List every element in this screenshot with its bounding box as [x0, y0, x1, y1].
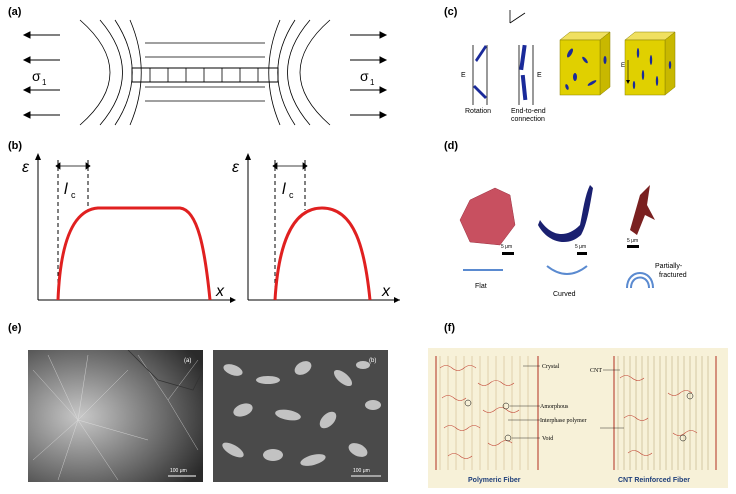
partial-label-1: Partially-: [655, 263, 683, 270]
aligned-cnt-cube: [624, 39, 666, 96]
right-caption: CNT Reinforced Fiber: [618, 477, 690, 484]
stress-field-diagram: σ 1 σ 1: [22, 19, 388, 126]
panel-c-label: (c): [444, 6, 458, 18]
amorphous-label: Amorphous: [540, 404, 569, 410]
field-e-cube: E: [621, 63, 625, 69]
img-b-label: (b): [369, 358, 376, 364]
curved-flake: [538, 185, 593, 243]
scale-curved: 5 μm: [575, 244, 586, 250]
fractured-line: [630, 276, 650, 289]
curved-label: Curved: [553, 291, 576, 298]
flat-flake: [459, 187, 516, 246]
lc-label-right: l: [282, 181, 286, 198]
void-label: Void: [542, 436, 553, 442]
lc-label-left: l: [64, 181, 68, 198]
scale-flat: 5 μm: [501, 244, 512, 250]
scale-fractured: 5 μm: [627, 238, 638, 244]
porous-micrograph: (b) 100 μm: [213, 350, 388, 482]
rotation-label: Rotation: [465, 108, 491, 115]
end-to-end-label-2: connection: [511, 116, 545, 123]
plateau-curve: [56, 206, 212, 301]
spherulite-micrograph: (a) 100 μm: [28, 350, 203, 482]
x-label-right: x: [381, 283, 391, 300]
flat-label: Flat: [475, 283, 487, 290]
fiber-structure-diagram: Crystal Amorphous Interphase polymer Voi…: [428, 348, 728, 488]
curved-line: [546, 265, 588, 275]
panel-a-label: (a): [8, 6, 22, 18]
panel-f-label: (f): [444, 322, 455, 334]
x-label-left: x: [215, 283, 225, 300]
field-e-left: E: [461, 72, 466, 79]
arch-curve: [273, 206, 372, 301]
end-to-end-label-1: End-to-end: [511, 108, 546, 115]
sigma-right-sub: 1: [370, 78, 375, 87]
panel-b-label: (b): [8, 140, 23, 152]
interphase-label: Interphase polymer: [540, 418, 586, 424]
scale-a: 100 μm: [170, 468, 187, 474]
cnt-label: CNT: [590, 368, 602, 374]
epsilon-label-left: ε: [22, 159, 30, 176]
sigma-left: σ: [32, 68, 41, 84]
crystal-label: Crystal: [542, 364, 560, 370]
sigma-right: σ: [360, 68, 369, 84]
panel-d-label: (d): [444, 140, 459, 152]
partial-label-2: fractured: [659, 272, 687, 279]
scale-b: 100 μm: [353, 468, 370, 474]
strain-profile-plots: ε ε l c l c x x: [22, 153, 400, 303]
lc-sub-left: c: [71, 190, 76, 200]
graphene-shapes: 5 μm Flat 5 μm Curved 5 μm Partially- fr…: [459, 185, 687, 298]
sigma-left-sub: 1: [42, 78, 47, 87]
panel-e-label: (e): [8, 322, 22, 334]
fractured-flake: [630, 185, 655, 235]
field-e-right: E: [537, 72, 542, 79]
img-a-label: (a): [184, 358, 191, 364]
left-caption: Polymeric Fiber: [468, 477, 521, 484]
lc-sub-right: c: [289, 190, 294, 200]
cnt-alignment-diagram: E E Rotation End-to-end connection E: [461, 10, 676, 123]
epsilon-label-right: ε: [232, 159, 240, 176]
